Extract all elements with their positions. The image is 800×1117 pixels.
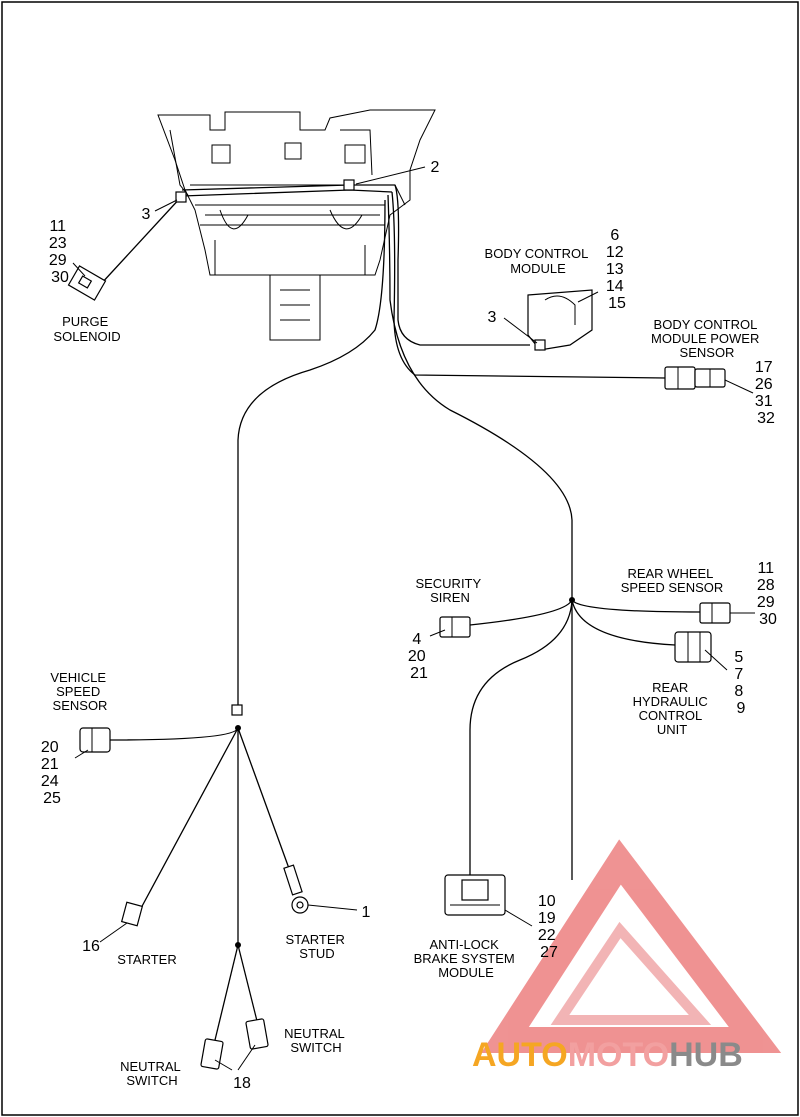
label-bcm-power-sensor: BODY CONTROL MODULE POWER SENSOR	[651, 317, 763, 360]
label-starter-stud: STARTER STUD	[285, 932, 348, 961]
label-rear-wheel-speed-sensor: REAR WHEEL SPEED SENSOR	[621, 566, 724, 595]
label-purge-solenoid: PURGE SOLENOID	[53, 314, 120, 344]
label-neutral-switch-right: NEUTRAL SWITCH	[284, 1026, 348, 1055]
callout-starter-stud: 1	[362, 904, 371, 921]
callout-rear-hydraulic-control-unit: 5 7 8 9	[734, 649, 747, 717]
harness-clip-mid	[231, 704, 243, 716]
security-siren-connector	[439, 616, 471, 638]
purge-solenoid-connector	[67, 265, 107, 301]
callout-anti-lock-brake-module: 10 19 22 27	[538, 893, 560, 961]
label-neutral-switch-left: NEUTRAL SWITCH	[120, 1059, 184, 1088]
callout-starter: 16	[82, 938, 100, 955]
neutral-switch-connector-left	[200, 1038, 224, 1070]
callout-clip-bcm: 3	[488, 309, 497, 326]
callout-purge-solenoid: 11 23 29 30	[49, 218, 71, 286]
bcm-power-sensor-connector	[664, 366, 726, 390]
leader-lines	[72, 166, 755, 1071]
neutral-switch-connector-right	[245, 1018, 269, 1050]
callout-rear-wheel-speed-sensor: 11 28 29 30	[757, 560, 779, 628]
callout-security-siren: 4 20 21	[408, 631, 430, 682]
callout-body-control-module: 6 12 13 14 15	[606, 227, 628, 312]
watermark-text-auto: AUTO	[472, 1036, 568, 1074]
watermark-logo	[481, 839, 782, 1053]
label-vehicle-speed-sensor: VEHICLE SPEED SENSOR	[50, 670, 109, 713]
watermark-text: AUTOMOTOHUB	[472, 1036, 743, 1074]
label-anti-lock-brake-module: ANTI-LOCK BRAKE SYSTEM MODULE	[414, 937, 519, 980]
watermark-text-moto: MOTO	[568, 1036, 669, 1074]
junction-dot-upper	[569, 597, 575, 603]
junction-dot-neutral	[235, 942, 241, 948]
wire-harness	[99, 184, 701, 1041]
watermark-text-hub: HUB	[669, 1036, 743, 1074]
junction-dot-vss	[235, 725, 241, 731]
callout-bcm-power-sensor: 17 26 31 32	[755, 359, 777, 427]
rear-wheel-speed-sensor-connector	[699, 602, 731, 624]
label-security-siren: SECURITY SIREN	[415, 576, 484, 605]
vehicle-speed-sensor-connector	[79, 727, 111, 753]
starter-stud-terminal	[283, 864, 309, 914]
harness-clip-top	[343, 179, 355, 191]
callout-clip-left: 3	[142, 206, 151, 223]
harness-clip-left	[175, 191, 187, 203]
label-body-control-module: BODY CONTROL MODULE	[485, 246, 592, 276]
rear-hydraulic-control-unit-connector	[674, 631, 712, 663]
body-control-module	[527, 289, 593, 351]
label-starter: STARTER	[117, 952, 176, 967]
label-rear-hydraulic-control-unit: REAR HYDRAULIC CONTROL UNIT	[633, 680, 712, 737]
abs-module	[444, 874, 506, 916]
callout-clip-top: 2	[431, 159, 440, 176]
callout-neutral-switch: 18	[233, 1075, 251, 1092]
callout-vehicle-speed-sensor: 20 21 24 25	[41, 739, 63, 807]
starter-connector	[120, 901, 144, 927]
